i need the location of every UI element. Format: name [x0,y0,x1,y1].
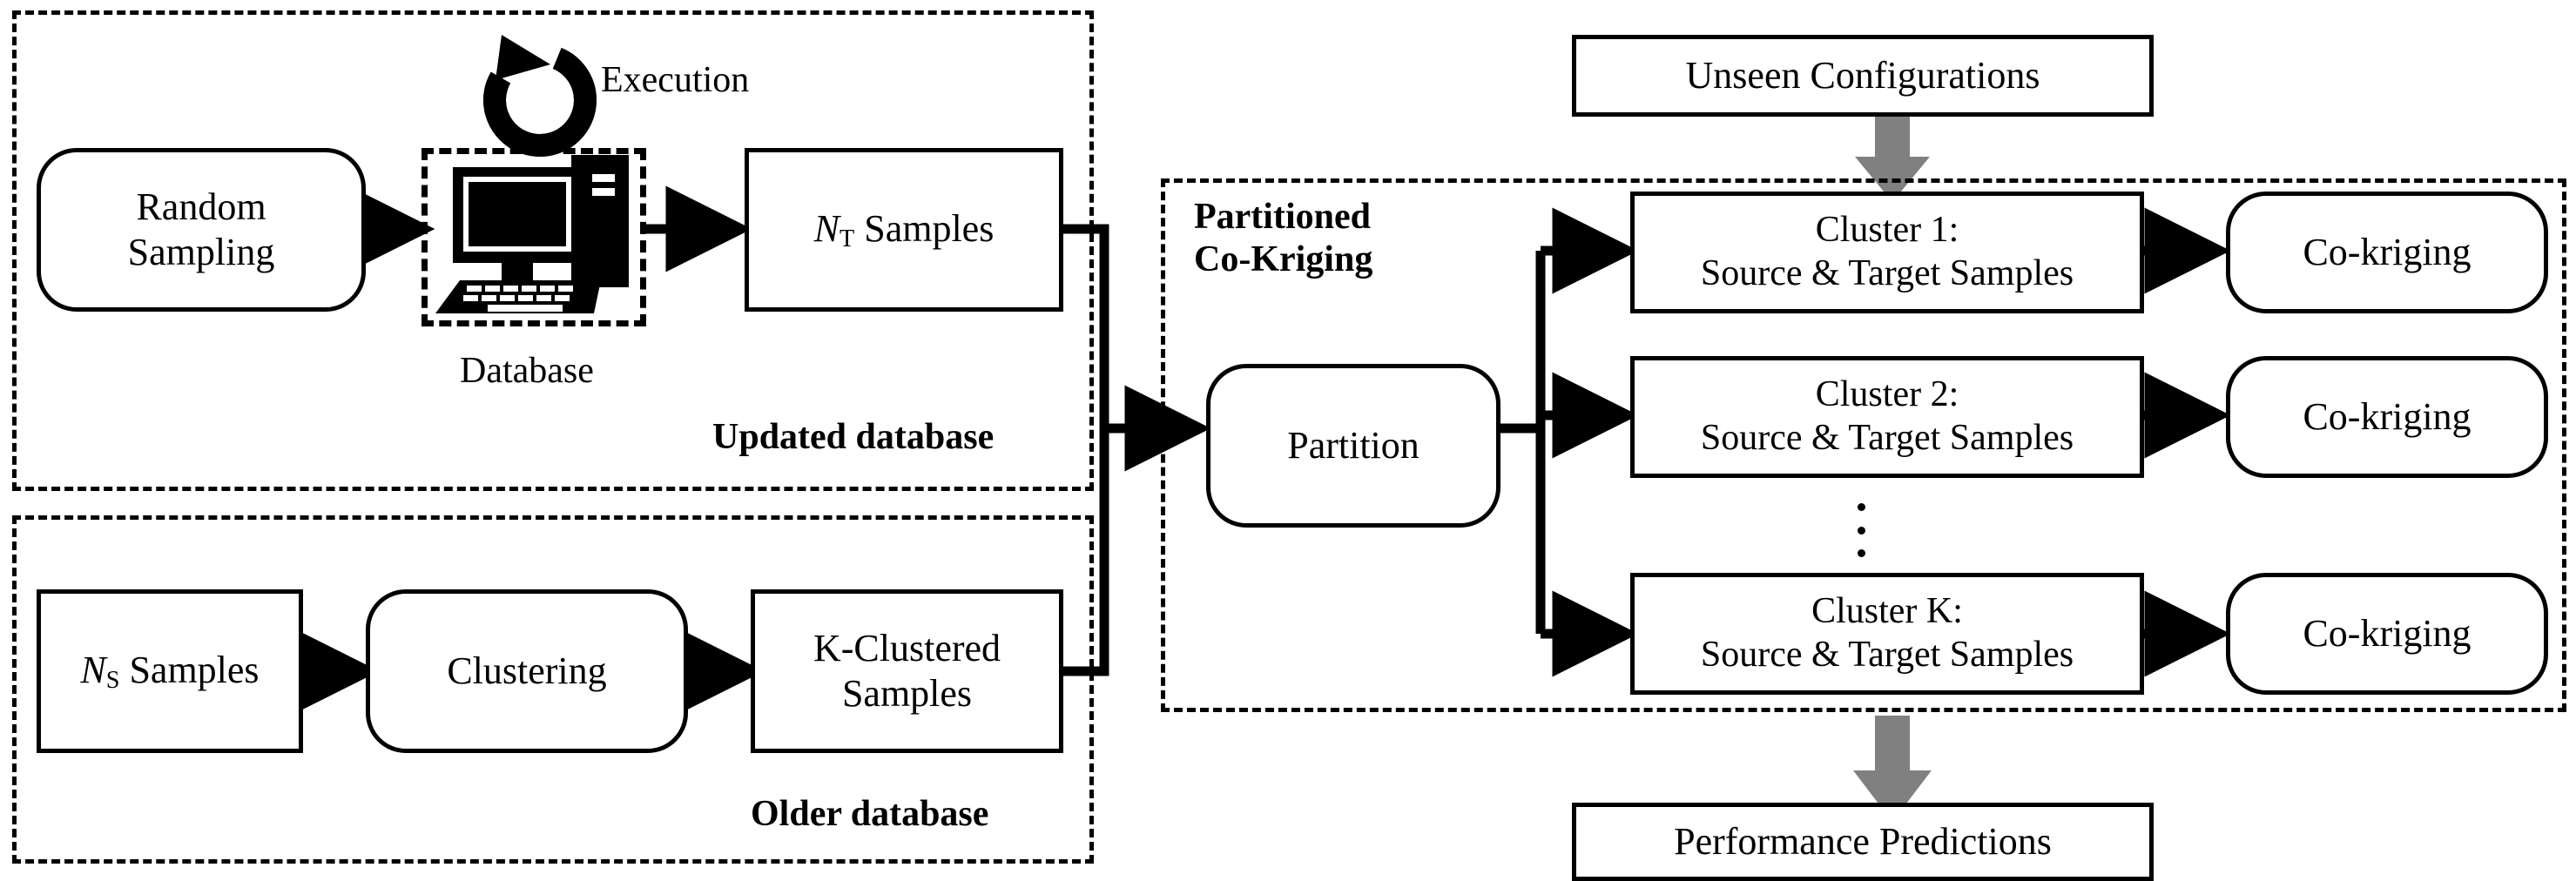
node-cokriging-k-label: Co-kriging [2303,612,2471,656]
node-unseen-configurations[interactable]: Unseen Configurations [1572,35,2154,117]
node-nt-samples-label: NT Samples [749,206,1059,253]
gray-down-arrow-icon-in [1855,117,1930,202]
group-updated-database [12,10,1094,491]
gray-down-arrow-icon-out [1853,716,1932,822]
node-partition-label: Partition [1287,424,1419,467]
connector-k-clustered-to-bus [1063,428,1109,676]
ns-subscript: S [105,666,120,694]
node-cokriging-2[interactable]: Co-kriging [2226,356,2548,478]
ns-suffix: Samples [119,648,260,691]
node-partition[interactable]: Partition [1206,364,1500,528]
node-k-clustered-samples-label: K-Clustered Samples [813,627,1001,715]
computer-database-icon [421,148,646,326]
node-cluster-2-label: Cluster 2: Source & Target Samples [1700,374,2074,458]
connector-nt-samples-to-bus [1063,224,1109,428]
ellipsis-dot-2 [1857,526,1865,535]
node-random-sampling-label: Random Sampling [127,185,275,273]
circular-refresh-arrow-icon [483,35,597,157]
node-cokriging-k[interactable]: Co-kriging [2226,573,2548,695]
ellipsis-dot-1 [1857,503,1865,511]
group-older-database [12,515,1094,864]
node-ns-samples-label: NS Samples [41,648,299,695]
node-cokriging-2-label: Co-kriging [2303,395,2471,439]
group-label-older-database: Older database [751,794,989,834]
group-label-partitioned-cokriging: Partitioned Co-Kriging [1194,197,1373,279]
node-clustering[interactable]: Clustering [366,589,688,753]
node-random-sampling[interactable]: Random Sampling [37,148,366,312]
node-clustering-label: Clustering [447,649,607,693]
node-performance-predictions-label: Performance Predictions [1674,820,2052,864]
node-cluster-k[interactable]: Cluster K: Source & Target Samples [1630,573,2144,695]
group-partitioned-cokriging [1161,178,2566,712]
node-performance-predictions[interactable]: Performance Predictions [1572,803,2154,881]
execution-label: Execution [601,60,750,100]
node-nt-samples[interactable]: NT Samples [745,148,1063,312]
node-cluster-1[interactable]: Cluster 1: Source & Target Samples [1630,192,2144,313]
nt-suffix: Samples [854,206,995,250]
node-cluster-1-label: Cluster 1: Source & Target Samples [1700,210,2074,293]
node-unseen-configurations-label: Unseen Configurations [1685,54,2040,98]
node-k-clustered-samples[interactable]: K-Clustered Samples [751,589,1063,753]
database-label: Database [460,351,594,391]
node-cluster-k-label: Cluster K: Source & Target Samples [1700,591,2074,675]
ns-symbol: N [80,648,106,691]
computer-icon-glyph [435,155,629,313]
node-ns-samples[interactable]: NS Samples [37,589,303,753]
group-label-updated-database: Updated database [712,417,995,457]
nt-symbol: N [813,206,840,250]
nt-subscript: T [840,225,855,252]
node-cokriging-1-label: Co-kriging [2303,231,2471,274]
node-cluster-2[interactable]: Cluster 2: Source & Target Samples [1630,356,2144,478]
computer-icon-dashed-frame [421,148,646,326]
ellipsis-dot-3 [1857,549,1865,557]
node-cokriging-1[interactable]: Co-kriging [2226,192,2548,313]
vertical-ellipsis-icon [1855,503,1867,557]
